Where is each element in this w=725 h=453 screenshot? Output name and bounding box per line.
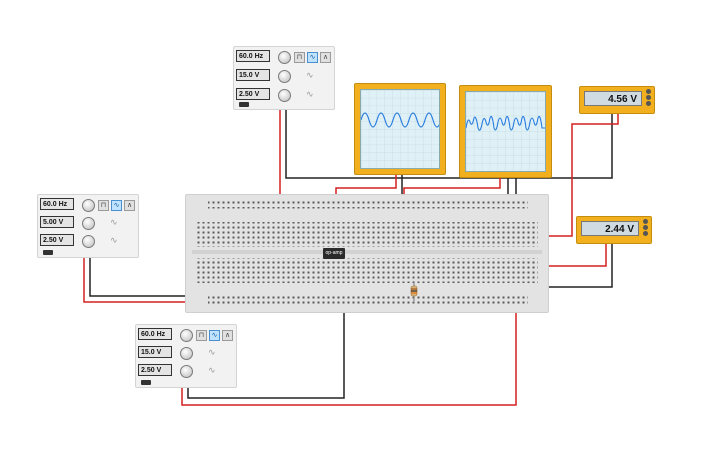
sine-wave-icon[interactable]: ∿ [111, 200, 122, 211]
multimeter-2[interactable]: 2.44 V [576, 216, 652, 244]
meter-jacks [646, 89, 652, 107]
wire-meter2-black [520, 240, 613, 288]
oscilloscope-2[interactable] [459, 85, 552, 178]
oscilloscope-1[interactable] [354, 83, 446, 175]
frequency-display: 60.0 Hz [236, 50, 270, 62]
square-wave-icon[interactable]: ⊓ [98, 200, 109, 211]
function-generator-1[interactable]: 60.0 Hz 15.0 V 2.50 V ⊓ ∿ ∧ ∿ ∿ [233, 46, 335, 110]
wire-fg3-red [181, 282, 517, 406]
op-amp-chip[interactable]: op-amp [323, 248, 345, 259]
breadboard-holes [192, 201, 542, 305]
frequency-display: 60.0 Hz [40, 198, 74, 210]
offset-knob[interactable] [278, 89, 291, 102]
offset-knob[interactable] [180, 365, 193, 378]
offset-display: 2.50 V [236, 88, 270, 100]
distorted-trace [465, 92, 545, 171]
output-jack[interactable] [43, 250, 53, 255]
frequency-knob[interactable] [180, 329, 193, 342]
triangle-wave-icon[interactable]: ∧ [222, 330, 233, 341]
sine-wave-icon[interactable]: ∿ [307, 52, 318, 63]
square-wave-icon[interactable]: ⊓ [294, 52, 305, 63]
amplitude-display: 15.0 V [236, 69, 270, 81]
breadboard[interactable] [185, 194, 549, 313]
sine-trace [360, 90, 442, 168]
amplitude-display: 15.0 V [138, 346, 172, 358]
oscilloscope-screen [360, 89, 442, 169]
sine-wave-icon[interactable]: ∿ [209, 330, 220, 341]
amplitude-knob[interactable] [82, 217, 95, 230]
offset-knob[interactable] [82, 235, 95, 248]
multimeter-1[interactable]: 4.56 V [579, 86, 655, 114]
offset-display: 2.50 V [138, 364, 172, 376]
amplitude-wave-hint-icon: ∿ [110, 217, 118, 227]
triangle-wave-icon[interactable]: ∧ [124, 200, 135, 211]
offset-wave-hint-icon: ∿ [110, 235, 118, 245]
function-generator-3[interactable]: 60.0 Hz 15.0 V 2.50 V ⊓ ∿ ∧ ∿ ∿ [135, 324, 237, 388]
triangle-wave-icon[interactable]: ∧ [320, 52, 331, 63]
offset-display: 2.50 V [40, 234, 74, 246]
amplitude-wave-hint-icon: ∿ [306, 70, 314, 80]
amplitude-wave-hint-icon: ∿ [208, 347, 216, 357]
offset-wave-hint-icon: ∿ [306, 89, 314, 99]
voltage-reading: 2.44 V [581, 221, 639, 236]
frequency-display: 60.0 Hz [138, 328, 172, 340]
output-jack[interactable] [239, 102, 249, 107]
frequency-knob[interactable] [82, 199, 95, 212]
offset-wave-hint-icon: ∿ [208, 365, 216, 375]
resistor[interactable] [409, 281, 419, 301]
function-generator-2[interactable]: 60.0 Hz 5.00 V 2.50 V ⊓ ∿ ∧ ∿ ∿ [37, 194, 139, 258]
meter-jacks [643, 219, 649, 237]
output-jack[interactable] [141, 380, 151, 385]
amplitude-knob[interactable] [180, 347, 193, 360]
chip-label: op-amp [325, 250, 343, 256]
wire-fg2-black [89, 255, 210, 297]
amplitude-knob[interactable] [278, 70, 291, 83]
wire-fg1-black [285, 107, 613, 179]
square-wave-icon[interactable]: ⊓ [196, 330, 207, 341]
amplitude-display: 5.00 V [40, 216, 74, 228]
wire-fg3-black [187, 270, 345, 399]
voltage-reading: 4.56 V [584, 91, 642, 106]
frequency-knob[interactable] [278, 51, 291, 64]
oscilloscope-screen [465, 91, 546, 172]
